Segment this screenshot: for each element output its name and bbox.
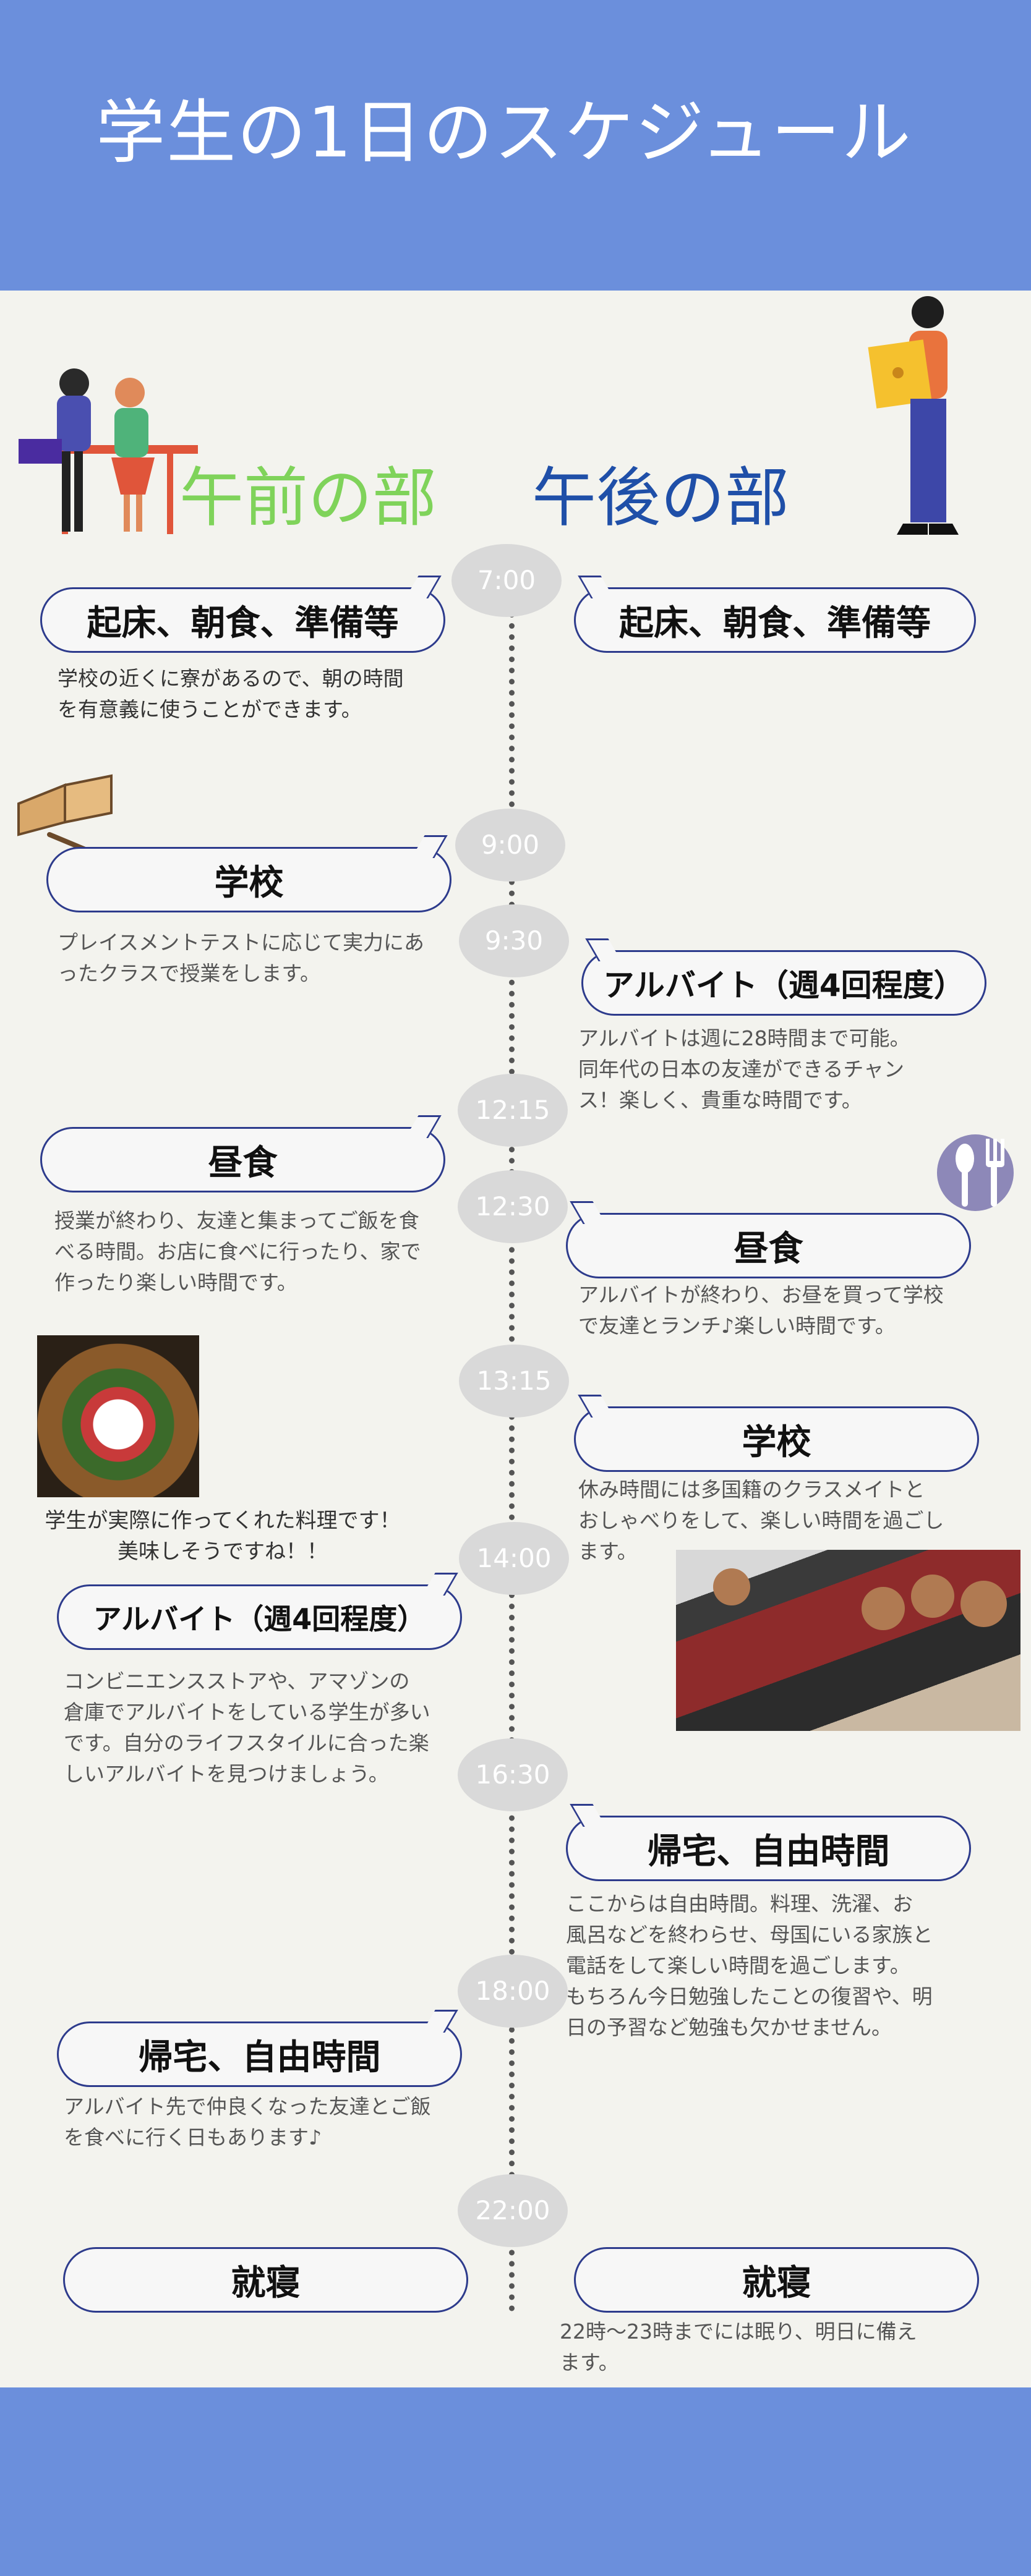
header-band: [0, 0, 1031, 291]
study-desk-illustration: [19, 368, 198, 534]
am-wake-bubble: 起床、朝食、準備等: [40, 576, 445, 653]
time-marker: 12:30: [458, 1170, 568, 1243]
am-lunch-bubble: 昼食: [40, 1115, 445, 1192]
pm-parttime-bubble: アルバイト（週4回程度）: [581, 938, 986, 1016]
pm-home-bubble: 帰宅、自由時間: [566, 1804, 971, 1881]
am-school-bubble: 学校: [46, 835, 451, 912]
footer-band: [0, 2387, 1031, 2576]
student-clipboard-illustration: [868, 296, 959, 535]
time-marker: 14:00: [459, 1522, 569, 1595]
time-marker: 12:15: [458, 1074, 568, 1147]
pm-lunch-description: アルバイトが終わり、お昼を買って学校で友達とランチ♪楽しい時間です。: [578, 1283, 944, 1338]
time-marker: 16:30: [458, 1738, 568, 1811]
pm-sleep-description: 22時～23時までには眠り、明日に備えます。: [560, 2319, 917, 2374]
am-school-description: プレイスメントテストに応じて実力にあったクラスで授業をします。: [58, 930, 425, 985]
afternoon-section-title: 午後の部: [532, 460, 790, 535]
classmates-photo: [676, 1550, 1020, 1731]
am-parttime-bubble: アルバイト（週4回程度）: [57, 1573, 462, 1650]
pm-sleep-bubble: 就寝: [574, 2247, 979, 2313]
time-marker: 18:00: [458, 1955, 568, 2028]
pm-school-description: 休み時間には多国籍のクラスメイトとおしゃべりをして、楽しい時間を過ごします。: [578, 1477, 944, 1563]
time-marker: 9:00: [455, 809, 565, 882]
fork-spoon-icon: [937, 1134, 1014, 1211]
timeline-dotted-line: [509, 612, 515, 2312]
am-lunch-description: 授業が終わり、友達と集まってご飯を食べる時間。お店に食べに行ったり、家で作ったり…: [54, 1209, 421, 1294]
food-photo: [37, 1335, 199, 1497]
morning-section-title: 午前の部: [179, 460, 437, 535]
pm-home-description: ここからは自由時間。料理、洗濯、お風呂などを終わらせ、母国にいる家族と電話をして…: [566, 1892, 933, 2039]
am-home-bubble: 帰宅、自由時間: [57, 2010, 462, 2087]
time-marker: 22:00: [458, 2174, 568, 2247]
time-marker: 7:00: [451, 544, 562, 617]
time-marker: 9:30: [459, 904, 569, 977]
am-sleep-bubble: 就寝: [63, 2247, 468, 2313]
pm-school-bubble: 学校: [574, 1395, 979, 1472]
pm-wake-bubble: 起床、朝食、準備等: [574, 576, 976, 653]
am-home-description: アルバイト先で仲良くなった友達とご飯を食べに行く日もあります♪: [64, 2094, 431, 2149]
am-wake-description: 学校の近くに寮があるので、朝の時間を有意義に使うことができます。: [58, 666, 404, 721]
food-photo-caption: 学生が実際に作ってくれた料理です！美味しそうですね！！: [45, 1508, 401, 1564]
time-marker: 13:15: [459, 1345, 569, 1418]
page-title: 学生の1日のスケジュール: [96, 93, 912, 173]
open-book-icon: [17, 774, 113, 852]
am-parttime-description: コンビニエンスストアや、アマゾンの倉庫でアルバイトをしている学生が多いです。自分…: [64, 1669, 430, 1786]
pm-lunch-bubble: 昼食: [566, 1201, 971, 1278]
pm-parttime-description: アルバイトは週に28時間まで可能。同年代の日本の友達ができるチャンス！楽しく、貴…: [578, 1026, 910, 1112]
